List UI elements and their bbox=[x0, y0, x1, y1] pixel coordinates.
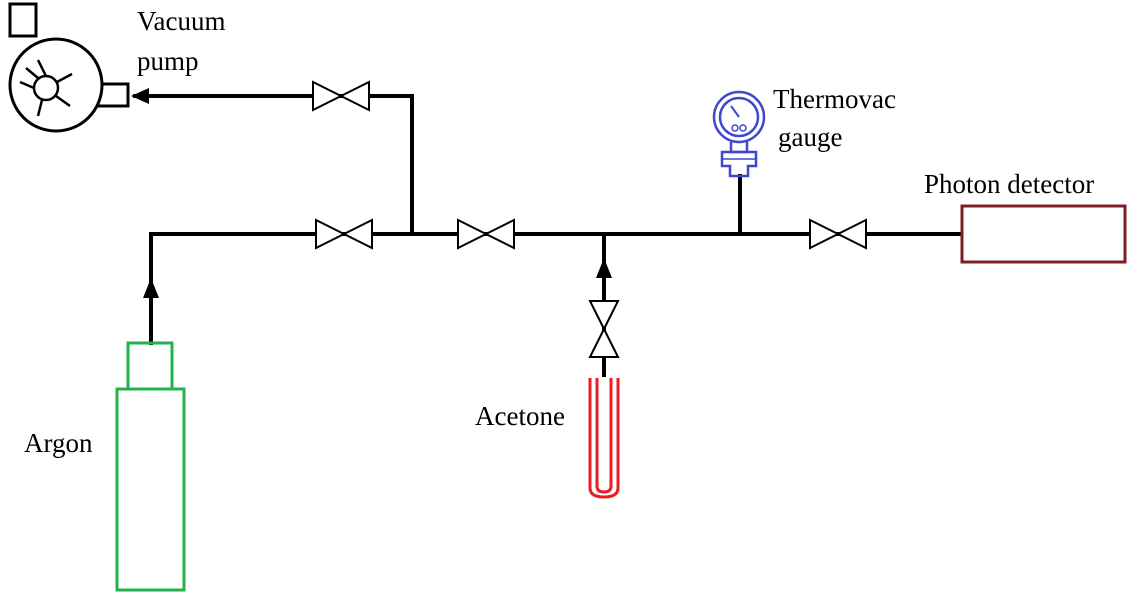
gauge-icon bbox=[712, 90, 766, 178]
gauge-neck bbox=[729, 142, 749, 154]
manifold-valve[interactable] bbox=[457, 218, 515, 250]
argon-cylinder-body bbox=[115, 387, 186, 592]
vacuum-pump bbox=[8, 2, 130, 133]
acetone-flow-arrow bbox=[596, 258, 612, 278]
pump-outlet-stack bbox=[8, 2, 38, 38]
argon-cylinder bbox=[115, 341, 186, 592]
vacuum-line bbox=[133, 94, 414, 236]
acetone-label: Acetone bbox=[475, 401, 565, 431]
gauge-fitting bbox=[720, 150, 758, 178]
gauge-needle bbox=[730, 105, 740, 118]
argon-flow-arrow bbox=[143, 278, 159, 298]
acetone-tube bbox=[588, 378, 620, 499]
argon-cylinder-valve-head bbox=[126, 341, 174, 391]
argon-valve[interactable] bbox=[315, 218, 373, 250]
thermovac-label-line1: Thermovac bbox=[773, 84, 896, 114]
photon-detector-label: Photon detector bbox=[924, 169, 1094, 199]
thermovac-label-line2: gauge bbox=[778, 122, 842, 152]
vacuum-pump-label-line2: pump bbox=[137, 46, 199, 76]
photon-detector-box bbox=[960, 204, 1127, 264]
pump-rotor-icon bbox=[19, 59, 73, 117]
vacuum-valve[interactable] bbox=[312, 80, 370, 112]
vacuum-flow-arrow bbox=[131, 88, 149, 104]
argon-label: Argon bbox=[24, 428, 93, 458]
gauge-dial-inner bbox=[718, 96, 760, 138]
detector-valve[interactable] bbox=[809, 218, 867, 250]
vacuum-pump-label-line1: Vacuum bbox=[137, 6, 225, 36]
acetone-valve[interactable] bbox=[588, 300, 620, 358]
